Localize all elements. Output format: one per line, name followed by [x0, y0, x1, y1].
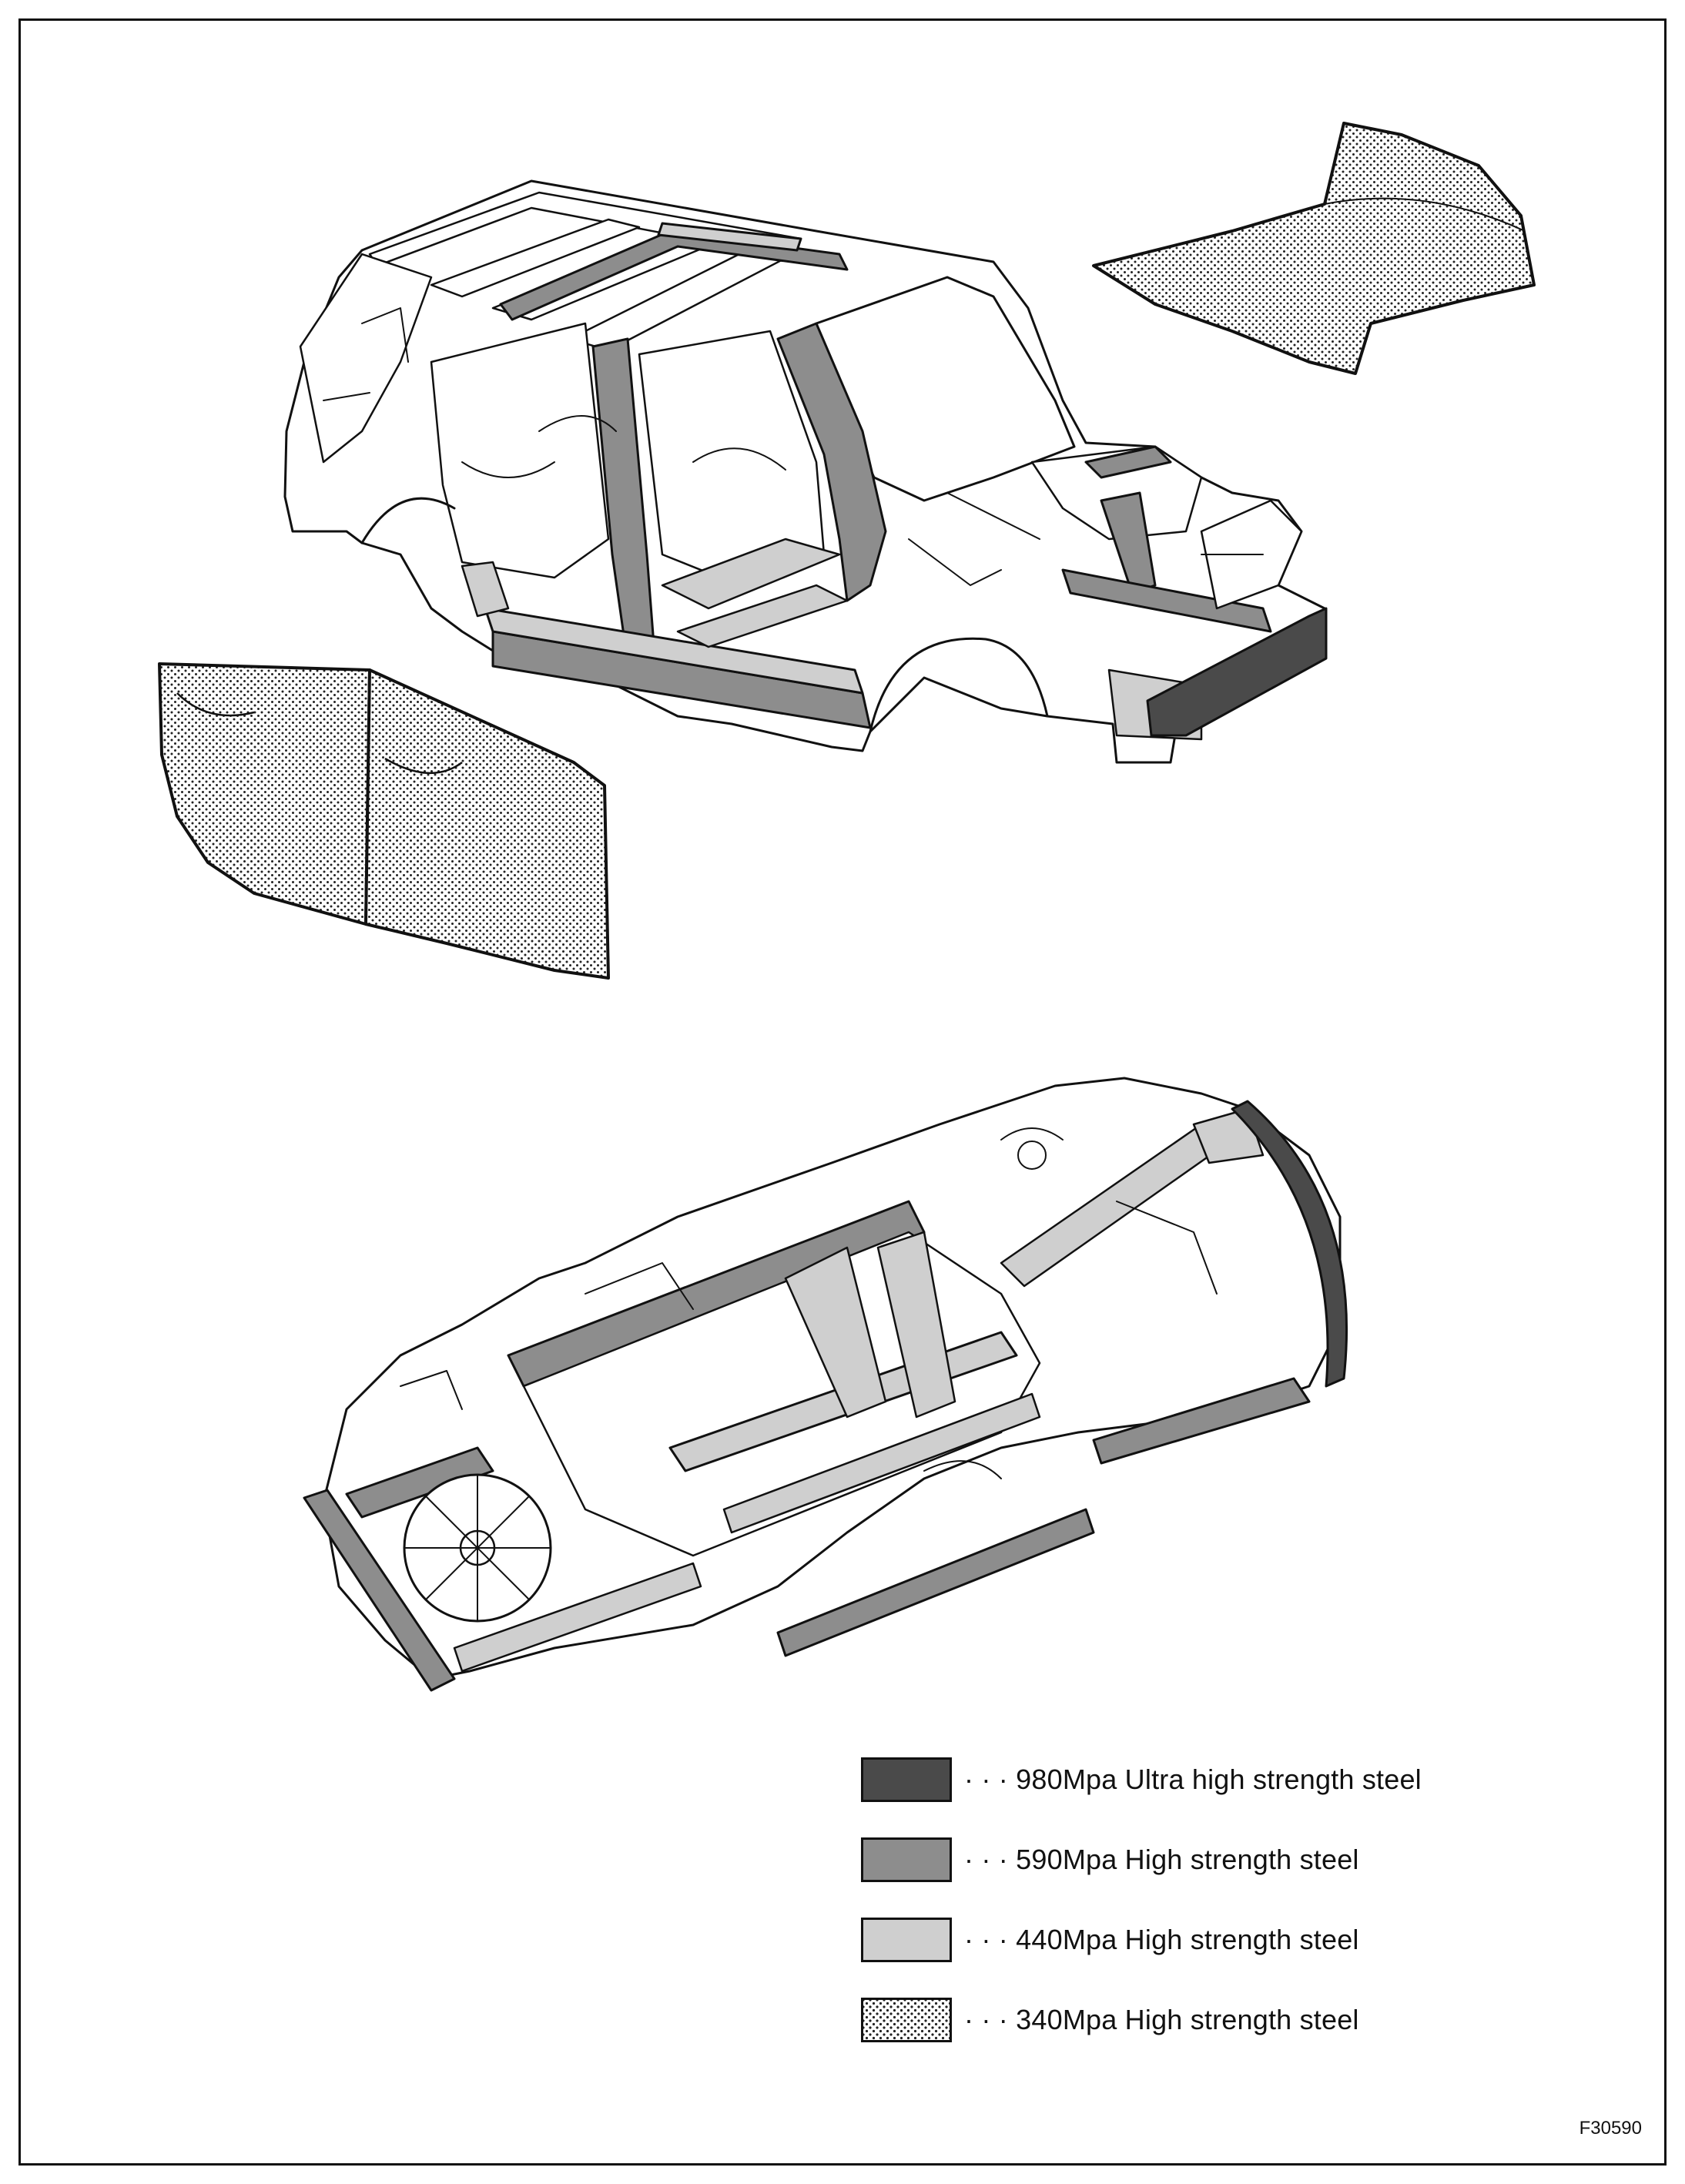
- legend-item: · · · 440Mpa High strength steel: [861, 1918, 1554, 1964]
- legend-separator: · · ·: [964, 1844, 1008, 1875]
- strut-tower-590: [1100, 491, 1157, 595]
- rear-bumper-reinforcement-590: [303, 1489, 456, 1692]
- front-door-panel-340: [364, 668, 610, 980]
- rear-side-member-590: [345, 1446, 494, 1519]
- legend-item: · · · 980Mpa Ultra high strength steel: [861, 1757, 1554, 1804]
- underbody-view: [303, 1077, 1348, 1692]
- front-bumper-reinforcement-under-980: [1231, 1100, 1348, 1388]
- legend-swatch-440: [861, 1918, 952, 1962]
- legend-label-590: 590Mpa High strength steel: [1016, 1844, 1359, 1875]
- legend-item: · · · 590Mpa High strength steel: [861, 1837, 1554, 1884]
- legend-label-980: 980Mpa Ultra high strength steel: [1016, 1764, 1422, 1795]
- roof-bow-440: [657, 222, 802, 252]
- upper-body-view: [283, 179, 1328, 764]
- legend-separator: · · ·: [964, 1924, 1008, 1955]
- figure-code: F30590: [1579, 2118, 1642, 2139]
- legend-swatch-340: [861, 1998, 952, 2042]
- rocker-sill-440: [484, 607, 864, 695]
- legend-item: · · · 340Mpa High strength steel: [861, 1998, 1554, 2044]
- front-side-member-under-590: [1092, 1377, 1311, 1465]
- rear-door-panel-340: [158, 662, 371, 926]
- legend-swatch-980: [861, 1757, 952, 1802]
- a-pillar-590: [776, 322, 887, 602]
- apron-reinforcement-590: [1084, 445, 1172, 479]
- front-bumper-reinforcement-980: [1146, 607, 1328, 737]
- legend-label-440: 440Mpa High strength steel: [1016, 1924, 1359, 1955]
- legend-separator: · · ·: [964, 1764, 1008, 1795]
- hood-panel-340: [1092, 122, 1536, 375]
- legend-label-340: 340Mpa High strength steel: [1016, 2004, 1359, 2035]
- legend-swatch-590: [861, 1837, 952, 1882]
- underbody-rocker-590: [776, 1508, 1095, 1657]
- front-side-member-590: [1061, 568, 1272, 633]
- legend-separator: · · ·: [964, 2004, 1008, 2035]
